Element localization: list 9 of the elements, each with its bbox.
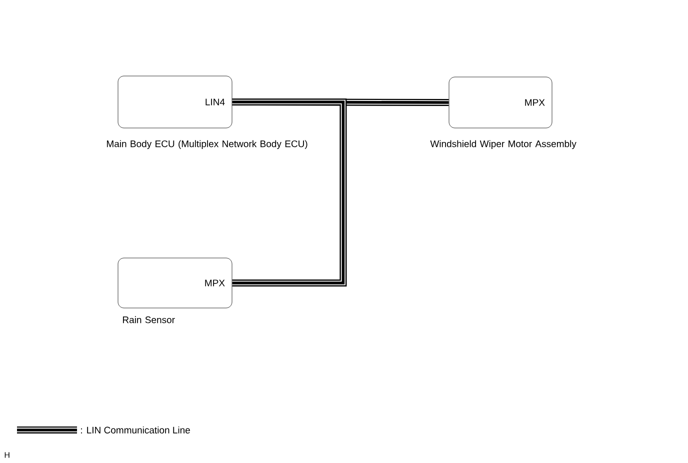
device-box: MPX [118, 258, 232, 308]
lin-line [232, 98, 347, 286]
device-box: LIN4 [118, 76, 232, 128]
device-label: Main Body ECU (Multiplex Network Body ECU) [107, 140, 308, 150]
device-label: Windshield Wiper Motor Assembly [430, 140, 576, 150]
device-box: MPX [448, 76, 552, 128]
legend-text: : LIN Communication Line [81, 426, 190, 434]
device-label: Rain Sensor [123, 316, 175, 324]
figure-code: H [4, 452, 10, 458]
